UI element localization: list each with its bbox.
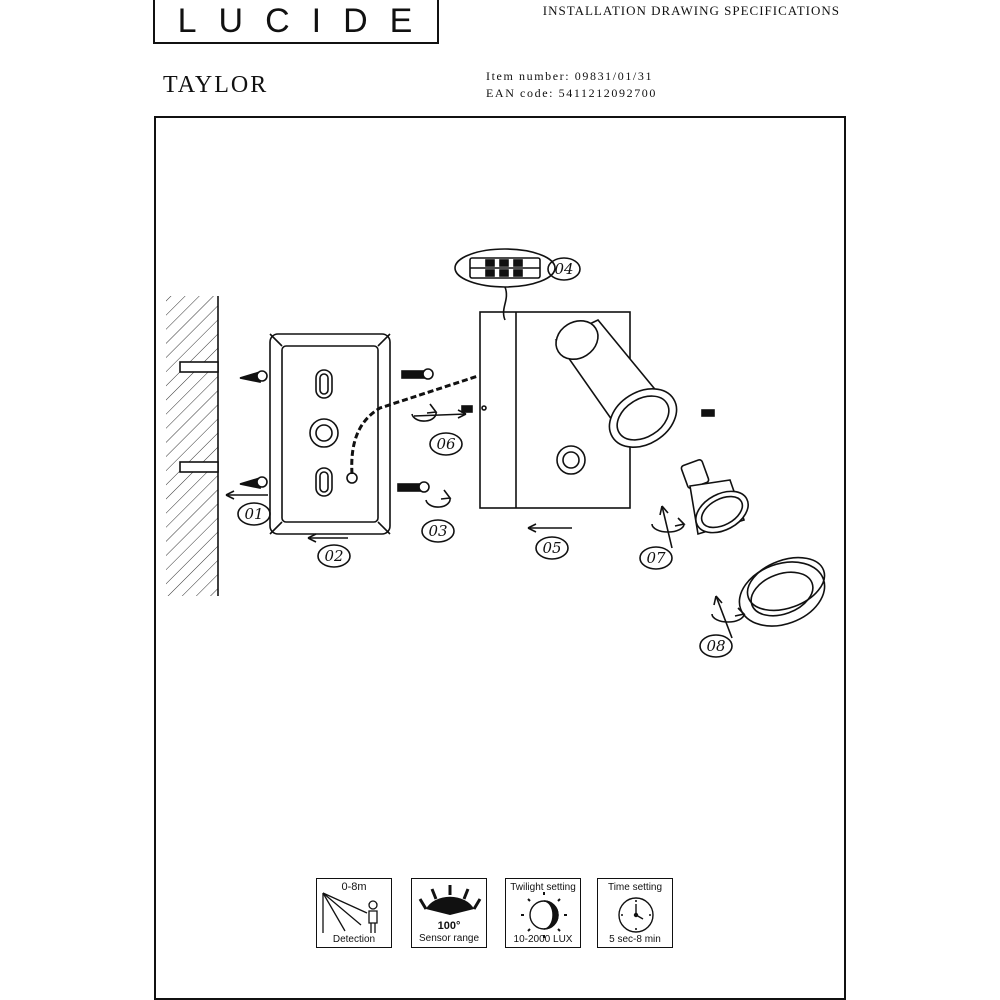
rotate-arrow-icon bbox=[711, 595, 746, 639]
step-label-06: 06 bbox=[436, 435, 456, 453]
feature-bottom: 10-2000 LUX bbox=[513, 934, 573, 945]
fixture-housing bbox=[479, 311, 631, 509]
feature-bottom: 5 sec-8 min bbox=[609, 934, 661, 945]
spotlight-head bbox=[554, 319, 678, 448]
feature-detection: 0-8m Detection bbox=[316, 878, 392, 948]
ean-code: EAN code: 5411212092700 bbox=[486, 86, 658, 100]
power-cable bbox=[350, 374, 479, 475]
feature-sensor-range: 100° Sensor range bbox=[411, 878, 487, 948]
gu10-bulb bbox=[680, 459, 749, 536]
direction-arrow-01 bbox=[225, 490, 268, 500]
feature-time-setting: Time setting 5 sec-8 min bbox=[597, 878, 673, 948]
twilight-icon bbox=[521, 892, 567, 938]
product-codes: Item number: 09831/01/31 EAN code: 54112… bbox=[486, 68, 657, 102]
decorative-ring bbox=[738, 556, 826, 627]
product-name: TAYLOR bbox=[163, 72, 269, 98]
detection-range-icon bbox=[322, 892, 378, 933]
feature-top: Time setting bbox=[607, 882, 663, 893]
mounting-plate bbox=[269, 333, 391, 535]
direction-arrow-02 bbox=[307, 533, 348, 543]
step-label-08: 08 bbox=[706, 637, 725, 655]
step-label-05: 05 bbox=[542, 539, 561, 557]
feature-bottom: Sensor range bbox=[418, 933, 480, 944]
fixing-screw-icon bbox=[397, 368, 715, 493]
step-label-01: 01 bbox=[244, 505, 263, 523]
direction-arrow-05 bbox=[527, 523, 572, 533]
feature-top: 100° bbox=[437, 920, 461, 932]
rotate-arrow-icon bbox=[411, 403, 467, 508]
feature-top: 0-8m bbox=[341, 881, 367, 893]
terminal-connector bbox=[454, 248, 556, 321]
feature-twilight: Twilight setting 10-2000 LUX bbox=[505, 878, 581, 948]
item-number: Item number: 09831/01/31 bbox=[486, 69, 654, 83]
document-title: INSTALLATION DRAWING SPECIFICATIONS bbox=[542, 3, 840, 18]
wall-screw-icon bbox=[239, 370, 268, 489]
clock-icon bbox=[618, 897, 654, 933]
wall bbox=[166, 296, 219, 596]
step-label-02: 02 bbox=[324, 547, 343, 565]
drawing-frame bbox=[154, 116, 846, 1000]
step-labels: 01 02 03 04 05 06 07 08 bbox=[237, 257, 733, 658]
step-label-04: 04 bbox=[554, 260, 573, 278]
step-label-07: 07 bbox=[646, 549, 666, 567]
feature-top: Twilight setting bbox=[510, 882, 576, 893]
brand-name: LUCIDE bbox=[177, 2, 435, 40]
rotate-arrow-icon bbox=[651, 505, 686, 549]
sensor-angle-icon bbox=[418, 885, 482, 915]
feature-bottom: Detection bbox=[332, 934, 376, 945]
brand-logo: LUCIDE bbox=[153, 0, 439, 44]
step-label-03: 03 bbox=[428, 522, 447, 540]
